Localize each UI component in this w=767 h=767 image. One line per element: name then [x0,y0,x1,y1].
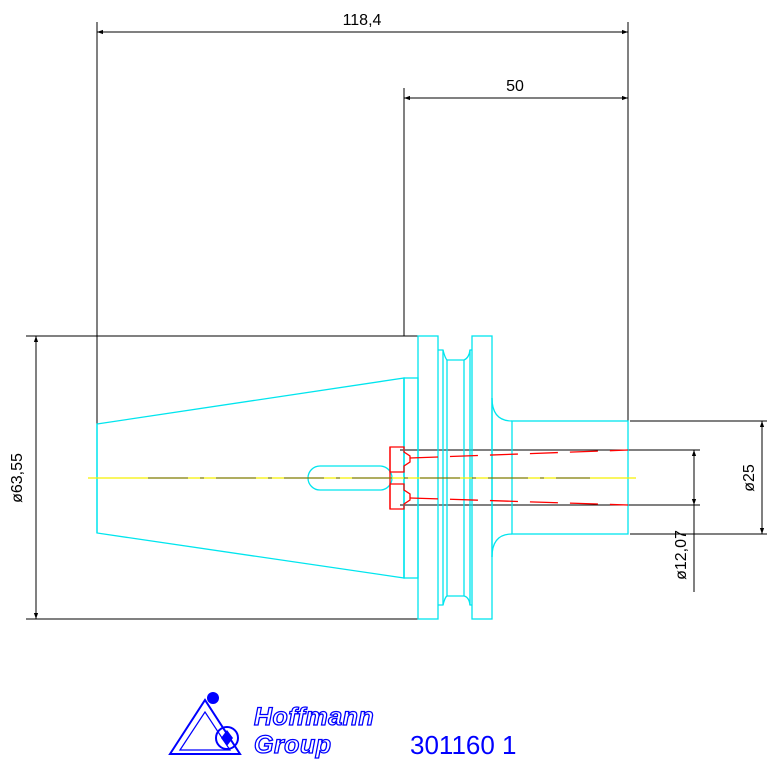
dimension-shank-diameter-label: ø25 [741,464,758,492]
hoffmann-logo: Hoffmann Group [168,692,374,760]
dimension-flange-diameter: ø63,55 [9,335,418,620]
dimension-shank-length: 50 [403,78,628,336]
dimension-overall-length-label: 118,4 [343,12,382,29]
dimension-bore-diameter: ø12,07 [400,449,700,592]
dimension-shank-length-label: 50 [506,78,524,95]
logo-line1: Hoffmann [254,703,374,731]
dimension-shank-diameter: ø25 [630,420,767,535]
part-number: 301160 1 [410,730,517,760]
v-groove-top [438,349,472,361]
dimension-bore-diameter-label: ø12,07 [673,530,690,580]
hoffmann-figure-icon [168,692,242,755]
logo-line2: Group [254,731,332,759]
drawbar-slot [307,465,393,491]
dimension-overall-length: 118,4 [96,12,629,478]
v-groove-bottom [438,595,472,606]
fillet-bottom [491,533,513,558]
fillet-top [491,397,513,422]
dimension-flange-diameter-label: ø63,55 [9,453,26,503]
